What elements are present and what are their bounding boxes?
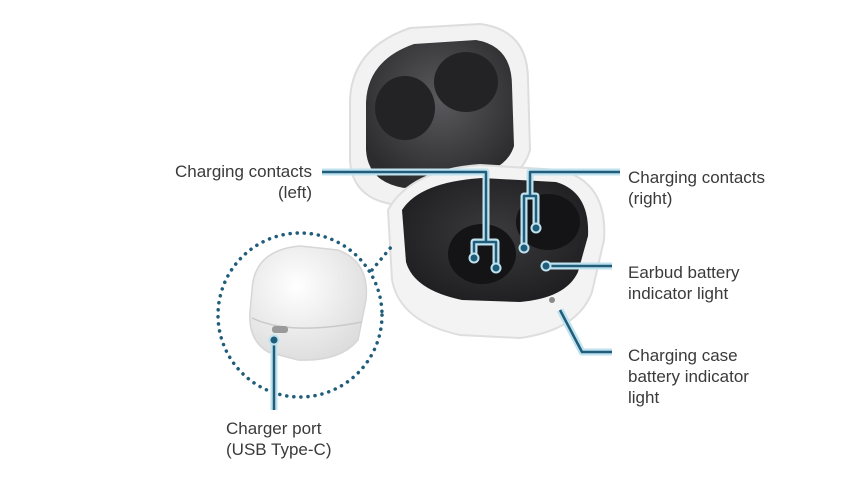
lid-earbud-cavity-right [434,52,498,112]
earbud-led-dot [540,260,552,272]
earbud-well-right [516,194,580,250]
label-earbud-battery-indicator: Earbud battery indicator light [628,262,740,304]
label-line: indicator light [628,284,729,303]
label-line: Charger port [226,419,322,438]
label-line: light [628,388,660,407]
label-line: Charging contacts [174,162,312,181]
contact-right-dot-2 [518,242,530,254]
contact-left-dot-1 [468,252,480,264]
zoom-callout-tail [370,244,394,272]
label-charging-contacts-right: Charging contacts (right) [628,167,765,209]
lid-earbud-cavity-left [375,76,435,140]
label-case-battery-indicator: Charging case battery indicator light [628,345,749,408]
usb-c-port [272,326,288,333]
label-charger-port: Charger port (USB Type-C) [226,418,332,460]
label-line: (left) [278,183,312,202]
label-line: (USB Type-C) [226,440,332,459]
label-line: Charging case [628,346,738,365]
callout-lines [268,168,620,410]
label-line: (right) [628,189,673,208]
label-line: battery indicator [628,367,749,386]
case-lid [349,22,532,207]
earbud-well-left [448,224,516,284]
contact-right-dot-1 [530,222,542,234]
zoom-callout-circle [216,231,384,399]
case-battery-led [549,297,555,303]
closed-case-illustration [249,245,368,361]
contact-left-dot-2 [490,262,502,274]
label-charging-contacts-left: Charging contacts (left) [150,161,312,203]
label-line: Charging contacts [628,168,766,187]
label-line: Earbud battery [628,263,740,282]
charger-port-dot [268,334,280,346]
